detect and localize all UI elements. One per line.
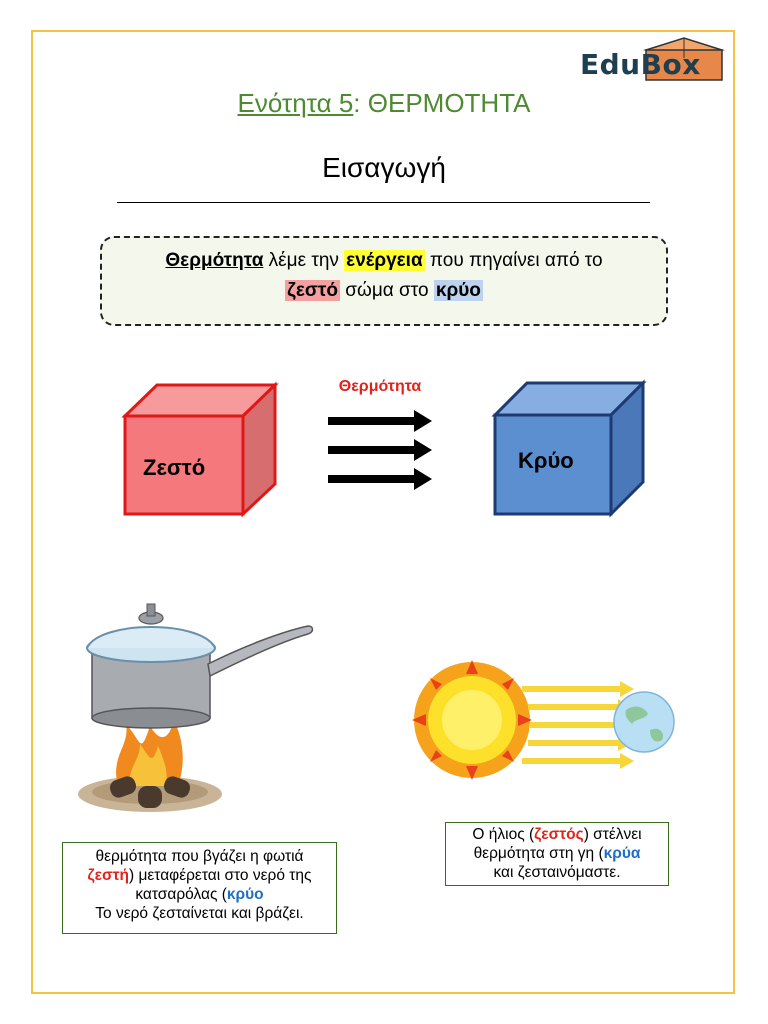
caption-pot-line-4: Το νερό ζεσταίνεται και βράζει.	[95, 905, 304, 922]
term-energy: ενέργεια	[344, 250, 425, 271]
edubox-logo: EduBox	[580, 36, 730, 84]
sun-icon	[412, 660, 532, 780]
logo-text: EduBox	[580, 48, 701, 81]
caption-sun: Ο ήλιος (ζεστός) στέλνει θερμότητα στη γ…	[445, 822, 669, 886]
fire-icon	[116, 720, 183, 786]
caption-pot: θερμότητα που βγάζει η φωτιά ζεστή) μετα…	[62, 842, 337, 934]
caption-text: Ο ήλιος (	[472, 826, 535, 843]
logo-text-box: Box	[640, 48, 701, 81]
unit-separator: :	[353, 88, 361, 118]
caption-hot-word: ζεστός	[534, 826, 584, 843]
caption-pot-line-2: ζεστή) μεταφέρεται στο νερό της	[63, 866, 336, 885]
caption-cold-word: κρύο	[226, 886, 264, 903]
definition-text: λέμε την	[263, 250, 345, 271]
heat-flow-arrows	[328, 410, 432, 490]
caption-text: θερμότητα στη γη (	[473, 845, 604, 862]
heat-flow-label: Θερμότητα	[338, 378, 422, 395]
definition-text: που πηγαίνει από το	[424, 250, 603, 271]
pot-icon	[86, 603, 314, 729]
caption-pot-line-1: θερμότητα που βγάζει η φωτιά	[95, 848, 304, 865]
unit-topic: ΘΕΡΜΟΤΗΤΑ	[367, 88, 531, 118]
caption-sun-line-3: και ζεσταινόμαστε.	[493, 864, 621, 881]
caption-cold-word: κρύα	[603, 845, 641, 862]
hot-cube	[121, 381, 279, 518]
hot-label: Ζεστό	[143, 455, 206, 480]
caption-sun-line-2: θερμότητα στη γη (κρύα	[446, 844, 668, 863]
cold-cube	[491, 379, 647, 518]
page-title: Ενότητα 5: ΘΕΡΜΟΤΗΤΑ	[0, 88, 768, 119]
sun-earth-illustration	[412, 660, 675, 780]
caption-pot-line-3: κατσαρόλας (κρύο	[63, 885, 336, 904]
term-cold: κρύο	[433, 280, 483, 301]
pot-on-fire-illustration	[78, 603, 314, 812]
term-hot: ζεστό	[285, 280, 340, 301]
caption-text: ) μεταφέρεται στο νερό της	[128, 867, 312, 884]
logo-text-edu: Edu	[580, 48, 641, 81]
caption-sun-line-1: Ο ήλιος (ζεστός) στέλνει	[446, 825, 668, 844]
definition-text: σώμα στο	[339, 280, 434, 301]
caption-text: ) στέλνει	[583, 826, 642, 843]
box-icon	[643, 37, 725, 81]
term-heat: Θερμότητα	[165, 250, 264, 271]
earth-icon	[613, 691, 675, 753]
definition-box: Θερμότητα λέμε την ενέργεια που πηγαίνει…	[100, 236, 668, 326]
caption-hot-word: ζεστή	[87, 867, 129, 884]
cold-label: Κρύο	[518, 448, 574, 473]
definition-line-1: Θερμότητα λέμε την ενέργεια που πηγαίνει…	[102, 250, 666, 272]
divider-line	[117, 202, 650, 203]
unit-label: Ενότητα 5	[237, 88, 354, 118]
page-border	[31, 30, 735, 994]
caption-text: κατσαρόλας (	[135, 886, 227, 903]
section-subtitle: Εισαγωγή	[322, 152, 446, 183]
definition-line-2: ζεστό σώμα στο κρύο	[102, 280, 666, 302]
